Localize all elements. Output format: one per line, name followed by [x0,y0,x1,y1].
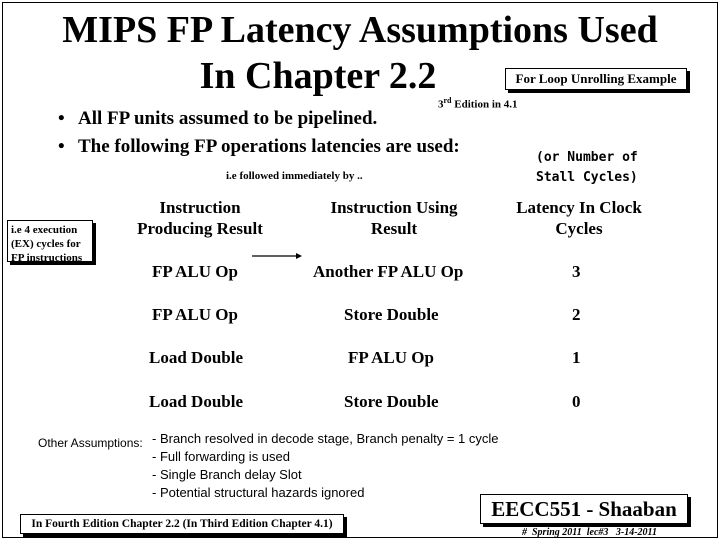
other-assumptions-label: Other Assumptions: [38,436,143,450]
bullet-1: • All FP units assumed to be pipelined. [58,108,377,130]
edition-rest: Edition in 4.1 [451,98,518,111]
loop-unrolling-label: For Loop Unrolling Example [515,71,677,86]
row-3-producer: Load Double [149,348,243,367]
stall-cycles-note: (or Number of Stall Cycles) [536,150,638,185]
bullet-text: All FP units assumed to be pipelined. [78,108,378,129]
edition-suffix: rd [443,96,452,105]
row-2-producer: FP ALU Op [152,305,238,324]
bullet-marker: • [58,108,65,129]
header-producer: Instruction Producing Result [137,198,263,238]
row-1-user: Another FP ALU Op [313,262,464,281]
row-1-latency: 3 [572,262,581,281]
edition-number: 3 [438,98,444,111]
row-1-producer: FP ALU Op [152,262,238,281]
row-4-latency: 0 [572,392,581,411]
bullet-text: The following FP operations latencies ar… [78,136,460,157]
slide-title-line1: MIPS FP Latency Assumptions Used [62,9,658,51]
edition-note: 3rd Edition in 4.1 [438,96,518,111]
header-user: Instruction Using Result [330,198,458,238]
bullet-marker: • [58,136,65,157]
other-assumptions-list: - Branch resolved in decode stage, Branc… [152,430,572,502]
slide-info: # Spring 2011 lec#3 3-14-2011 [522,527,658,538]
row-2-user: Store Double [344,305,439,324]
row-2-latency: 2 [572,305,581,324]
assumption-item: - Single Branch delay Slot [152,467,302,482]
header-latency: Latency In Clock Cycles [516,198,642,238]
fourth-edition-box: In Fourth Edition Chapter 2.2 (In Third … [20,514,344,534]
loop-unrolling-box: For Loop Unrolling Example [505,68,687,90]
row-4-user: Store Double [344,392,439,411]
row-3-latency: 1 [572,348,581,367]
followed-by-note: i.e followed immediately by .. [226,170,363,182]
assumption-item: - Branch resolved in decode stage, Branc… [152,431,499,446]
course-label: EECC551 - Shaaban [491,497,677,521]
ex-cycles-box: i.e 4 execution (EX) cycles for FP instr… [7,220,93,264]
assumption-item: - Potential structural hazards ignored [152,485,365,500]
assumption-item: - Full forwarding is used [152,449,290,464]
row-3-user: FP ALU Op [348,348,434,367]
slide-title-line2: In Chapter 2.2 [199,55,437,97]
fourth-edition-label: In Fourth Edition Chapter 2.2 (In Third … [31,518,333,530]
bullet-2: • The following FP operations latencies a… [58,136,460,158]
course-box: EECC551 - Shaaban [480,494,688,524]
row-4-producer: Load Double [149,392,243,411]
